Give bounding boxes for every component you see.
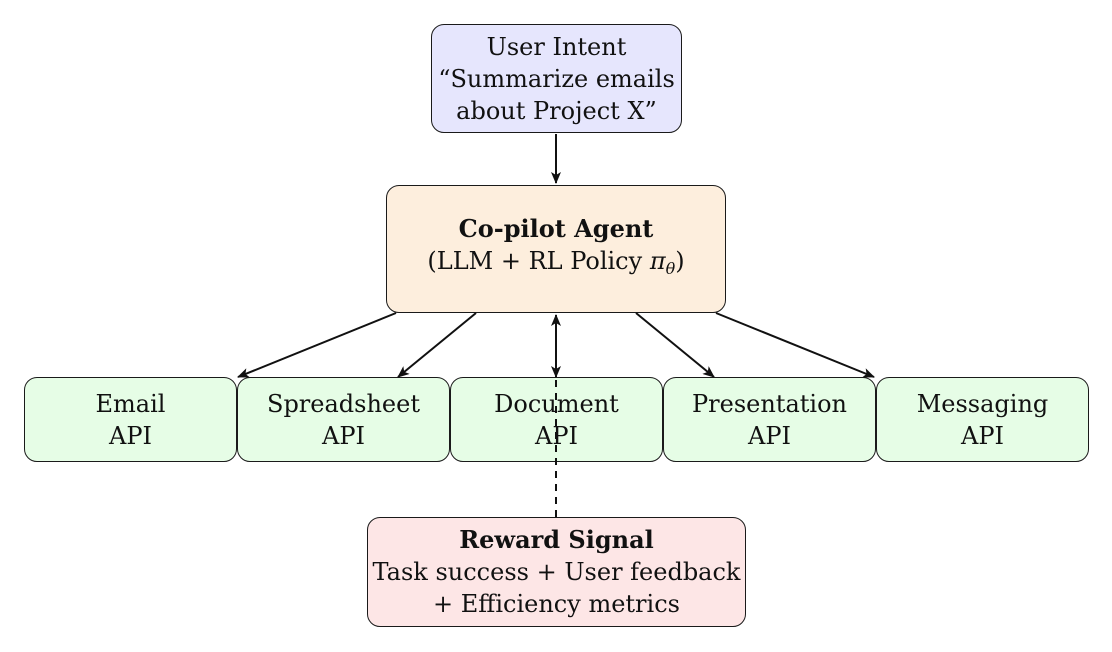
copilot-agent-node: Co-pilot Agent (LLM + RL Policy πθ) bbox=[386, 185, 726, 313]
reward-signal-line3: + Efficiency metrics bbox=[433, 590, 680, 618]
api-suffix: API bbox=[109, 421, 152, 450]
agent-to-spreadsheet-arrow bbox=[397, 312, 477, 378]
reward-signal-title: Reward Signal bbox=[459, 525, 654, 554]
api-suffix: API bbox=[748, 421, 791, 450]
copilot-agent-title: Co-pilot Agent bbox=[458, 214, 654, 243]
policy-symbol: π bbox=[649, 247, 666, 275]
reward-signal-line2: Task success + User feedback bbox=[372, 558, 741, 586]
agent-subtitle-prefix: (LLM + RL Policy bbox=[427, 247, 650, 275]
api-name: Presentation bbox=[692, 389, 847, 418]
user-intent-quote-line2: about Project X” bbox=[456, 96, 657, 125]
reward-signal-node: Reward Signal Task success + User feedba… bbox=[367, 517, 746, 627]
agent-to-email-arrow bbox=[237, 312, 397, 378]
copilot-agent-subtitle: (LLM + RL Policy πθ) bbox=[427, 245, 684, 285]
user-intent-title: User Intent bbox=[486, 32, 627, 61]
presentation-api-node: Presentation API bbox=[663, 377, 876, 462]
messaging-api-node: Messaging API bbox=[876, 377, 1089, 462]
agent-to-messaging-arrow bbox=[715, 312, 875, 378]
user-intent-quote-line1: “Summarize emails bbox=[438, 64, 675, 93]
policy-subscript: θ bbox=[665, 259, 676, 278]
api-name: Email bbox=[95, 389, 166, 418]
email-api-node: Email API bbox=[24, 377, 237, 462]
api-suffix: API bbox=[322, 421, 365, 450]
user-intent-node: User Intent “Summarize emails about Proj… bbox=[431, 24, 682, 133]
spreadsheet-api-node: Spreadsheet API bbox=[237, 377, 450, 462]
api-name: Spreadsheet bbox=[267, 389, 420, 418]
api-name: Messaging bbox=[916, 389, 1049, 418]
agent-subtitle-suffix: ) bbox=[675, 247, 685, 275]
api-suffix: API bbox=[961, 421, 1004, 450]
agent-to-presentation-arrow bbox=[635, 312, 715, 378]
